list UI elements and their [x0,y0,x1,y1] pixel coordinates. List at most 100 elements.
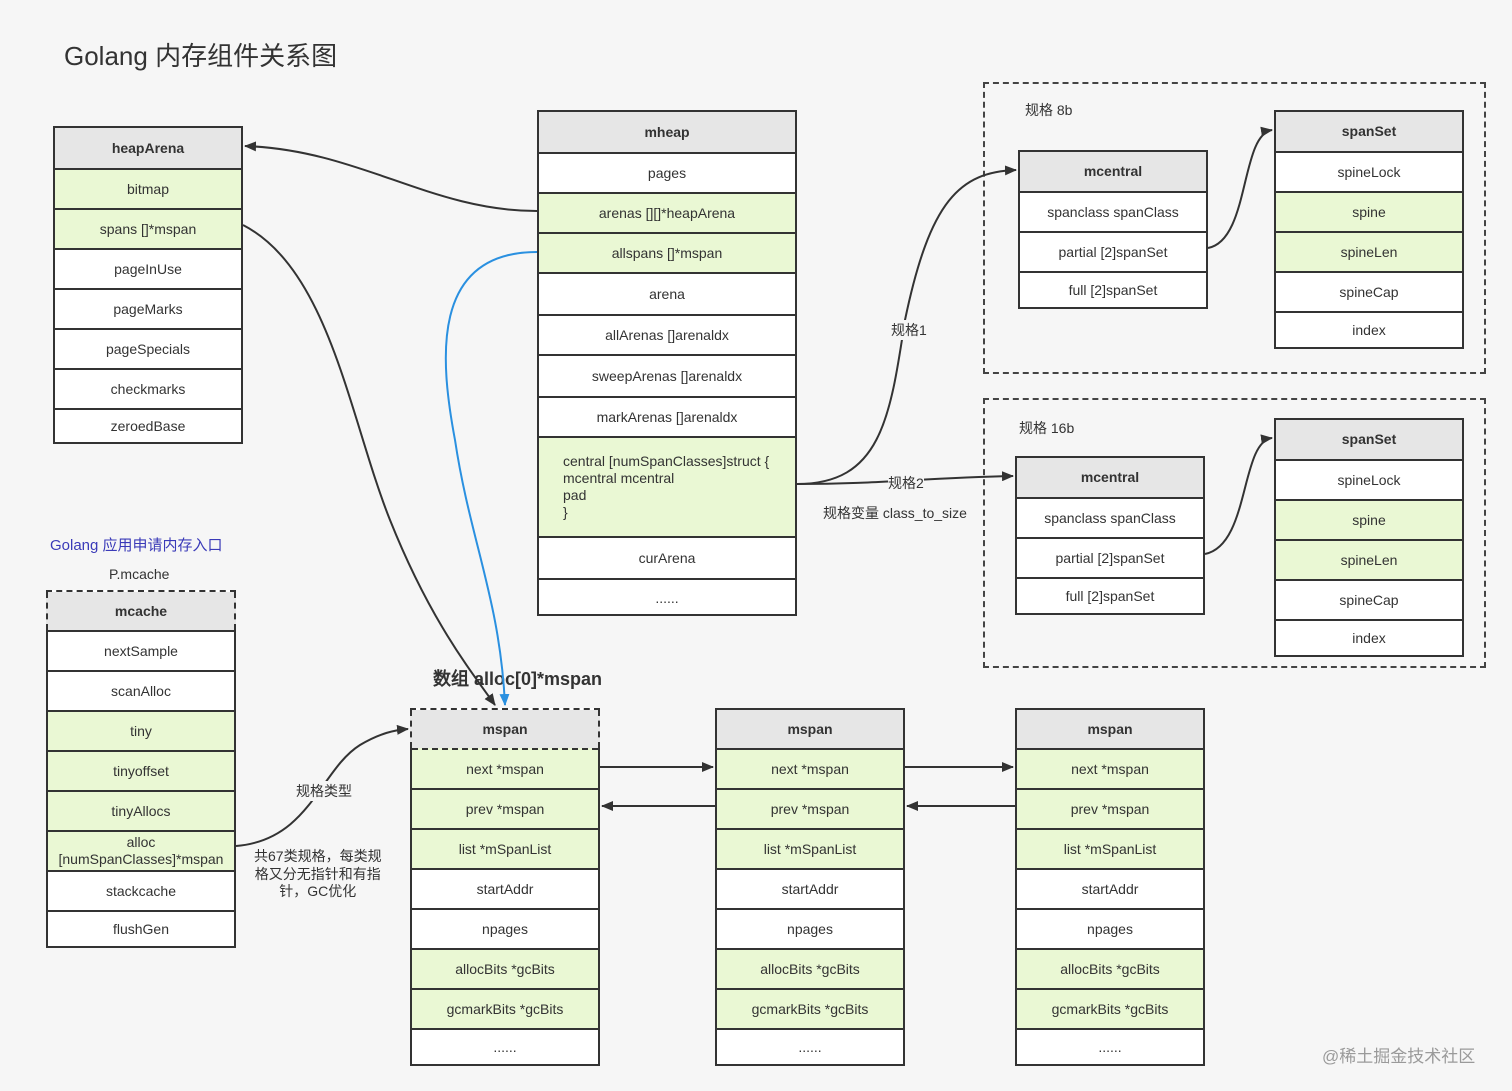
watermark: @稀土掘金技术社区 [1322,1047,1476,1066]
field-row: index [1276,619,1462,655]
spec2-label: 规格2 [888,473,924,493]
field-row: pages [539,152,795,192]
entry-label: Golang 应用申请内存入口 [50,537,223,554]
field-row: flushGen [48,910,234,946]
field-row: gcmarkBits *gcBits [717,988,903,1028]
field-row: pageMarks [55,288,241,328]
class-var-label: 规格变量 class_to_size [823,505,967,521]
field-row: allspans []*mspan [539,232,795,272]
field-row: arenas [][]*heapArena [539,192,795,232]
field-row: startAddr [412,868,598,908]
field-row: spanclass spanClass [1017,497,1203,537]
field-row: nextSample [48,630,234,670]
field-row: partial [2]spanSet [1020,231,1206,271]
field-row: tinyoffset [48,750,234,790]
field-row: allocBits *gcBits [412,948,598,988]
field-row: full [2]spanSet [1017,577,1203,613]
field-row: next *mspan [1017,748,1203,788]
field-row: spine [1276,499,1462,539]
field-row: spineCap [1276,271,1462,311]
field-row: bitmap [55,168,241,208]
field-row: spineLock [1276,459,1462,499]
field-row: allocBits *gcBits [1017,948,1203,988]
field-row: spineLen [1276,231,1462,271]
field-row: zeroedBase [55,408,241,442]
partial-to-spanset-8b-arrow [1207,126,1273,249]
field-row: markArenas []arenaldx [539,396,795,436]
pmcache-label: P.mcache [109,566,170,582]
field-row: curArena [539,536,795,578]
field-row: full [2]spanSet [1020,271,1206,307]
field-row: spineCap [1276,579,1462,619]
field-row: allocBits *gcBits [717,948,903,988]
mspan-struct: mspan next *mspan prev *mspan list *mSpa… [1015,708,1205,1066]
mheap-header: mheap [539,112,795,152]
field-row: npages [717,908,903,948]
field-row: ...... [1017,1028,1203,1064]
field-row: spans []*mspan [55,208,241,248]
mheap-struct: mheap pages arenas [][]*heapArena allspa… [537,110,797,616]
mspan-header: mspan [1017,710,1203,748]
spec-note: 共67类规格，每类规 格又分无指针和有指 针，GC优化 [254,848,382,899]
field-row: arena [539,272,795,314]
mcache-struct: mcache nextSample scanAlloc tiny tinyoff… [46,590,236,948]
mcentral-header: mcentral [1017,458,1203,497]
page-title: Golang 内存组件关系图 [64,41,338,71]
field-row: next *mspan [412,748,598,788]
mcache-header: mcache [46,592,236,630]
field-row: npages [1017,908,1203,948]
field-row: index [1276,311,1462,347]
spec-8b-label: 规格 8b [1025,102,1073,118]
allspans-to-mspan-arrow [444,251,538,706]
field-row: partial [2]spanSet [1017,537,1203,577]
heaparena-header: heapArena [55,128,241,168]
mcentral-16b: mcentral spanclass spanClass partial [2]… [1015,456,1205,615]
field-row: startAddr [1017,868,1203,908]
field-row: pageSpecials [55,328,241,368]
field-row: prev *mspan [412,788,598,828]
field-row: gcmarkBits *gcBits [412,988,598,1028]
partial-to-spanset-16b-arrow [1204,434,1273,555]
mspan-header: mspan [410,710,600,748]
spec-16b-group: 规格 16b [983,398,1486,668]
field-row: sweepArenas []arenaldx [539,354,795,396]
alloc-field-row: alloc [numSpanClasses]*mspan [48,830,234,870]
field-row: ...... [717,1028,903,1064]
central-field-row: central [numSpanClasses]struct { mcentra… [539,436,795,536]
field-row: spanclass spanClass [1020,191,1206,231]
spanset-header: spanSet [1276,112,1462,151]
field-row: scanAlloc [48,670,234,710]
field-row: spineLock [1276,151,1462,191]
spec-16b-label: 规格 16b [1019,420,1075,436]
field-row: stackcache [48,870,234,910]
field-row: list *mSpanList [717,828,903,868]
spanset-16b: spanSet spineLock spine spineLen spineCa… [1274,418,1464,657]
field-row: list *mSpanList [412,828,598,868]
spec-type-label: 规格类型 [296,781,352,801]
alloc-array-label: 数组 alloc[0]*mspan [433,669,603,689]
field-row: ...... [412,1028,598,1064]
spanset-8b: spanSet spineLock spine spineLen spineCa… [1274,110,1464,349]
mcentral-8b: mcentral spanclass spanClass partial [2]… [1018,150,1208,309]
mspan-header: mspan [717,710,903,748]
spec1-label: 规格1 [891,320,927,340]
field-row: checkmarks [55,368,241,408]
arenas-to-heaparena-arrow [244,141,538,212]
mspan-struct: mspan next *mspan prev *mspan list *mSpa… [715,708,905,1066]
mspan-struct: mspan next *mspan prev *mspan list *mSpa… [410,708,600,1066]
field-row: tiny [48,710,234,750]
field-row: spineLen [1276,539,1462,579]
field-row: spine [1276,191,1462,231]
field-row: next *mspan [717,748,903,788]
field-row: prev *mspan [717,788,903,828]
heaparena-struct: heapArena bitmap spans []*mspan pageInUs… [53,126,243,444]
field-row: pageInUse [55,248,241,288]
mcentral-header: mcentral [1020,152,1206,191]
spec-8b-group: 规格 8b [983,82,1486,374]
field-row: gcmarkBits *gcBits [1017,988,1203,1028]
field-row: ...... [539,578,795,616]
spanset-header: spanSet [1276,420,1462,459]
field-row: allArenas []arenaldx [539,314,795,354]
field-row: startAddr [717,868,903,908]
